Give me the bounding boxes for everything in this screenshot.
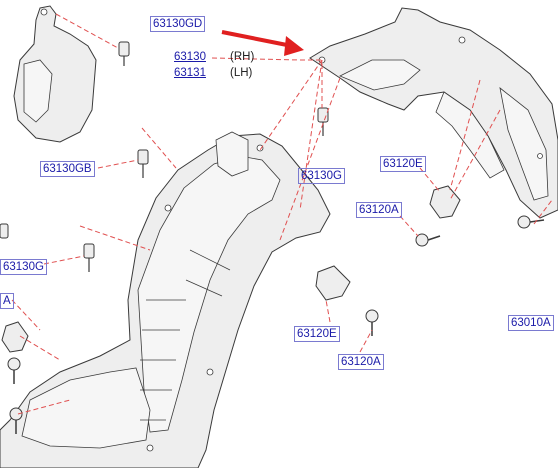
arrow-icon [221,30,304,56]
callout-63130[interactable]: 63130 [174,51,206,63]
callout-63130gb[interactable]: 63130GB [40,161,95,177]
bracket-icon [429,185,461,219]
callout-lh: (LH) [230,67,253,79]
screw-icon [415,233,441,247]
mud-guard-part [13,5,97,143]
callout-63120e-top[interactable]: 63120E [380,156,426,172]
callout-63130g-right[interactable]: 63130G [298,168,345,184]
clip-icon [137,149,149,178]
clip-icon [118,41,130,66]
callout-rh: (RH) [230,51,255,63]
clip-icon [83,243,95,272]
callout-63120a-top[interactable]: 63120A [356,202,402,218]
screw-icon [517,215,545,229]
clip-icon [317,107,329,136]
inner-fender-lh-part [0,131,331,468]
leader-lines [11,13,553,415]
inner-fender-rh-part [309,7,558,219]
callout-63120a-bottom[interactable]: 63120A [338,354,384,370]
screw-icon [9,407,23,434]
screw-icon [365,309,379,336]
bracket-icon [315,265,351,301]
bracket-icon [1,321,29,353]
callout-63130g-left[interactable]: 63130G [0,259,47,275]
callout-63131[interactable]: 63131 [174,67,206,79]
clip-icon [0,223,9,239]
callout-63120e-bottom[interactable]: 63120E [294,326,340,342]
callout-a-left[interactable]: A [0,293,14,309]
callout-63130gd[interactable]: 63130GD [150,16,206,32]
screw-icon [7,357,21,384]
callout-63010a[interactable]: 63010A [508,315,554,331]
